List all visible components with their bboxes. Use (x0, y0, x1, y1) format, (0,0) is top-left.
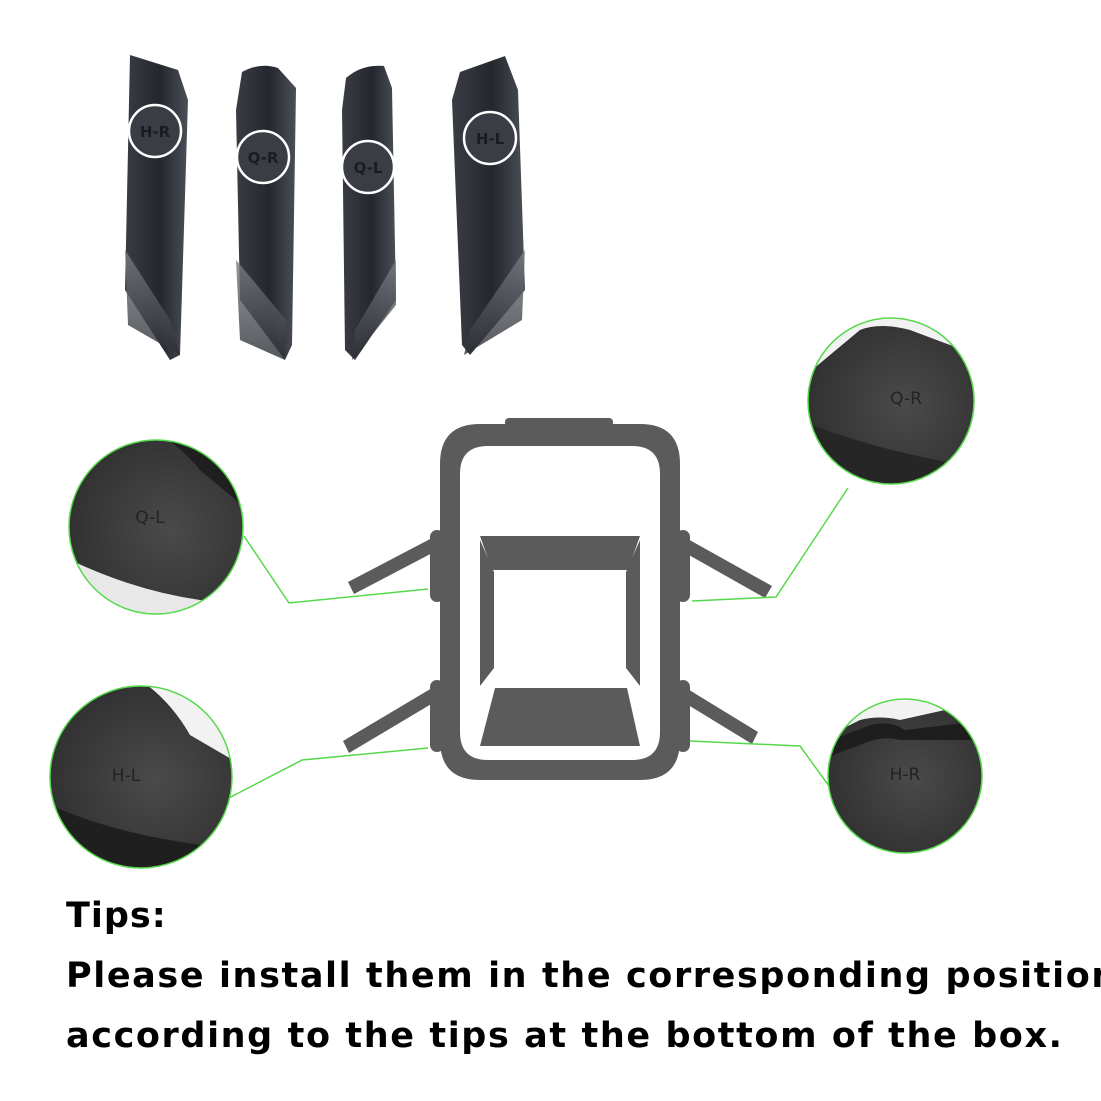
callout-label: H-L (112, 766, 141, 786)
callout-label: H-R (890, 765, 921, 785)
callout-front-left: Q-L (68, 439, 244, 615)
part-q-r: Q-R (235, 65, 296, 360)
part-label: Q-R (248, 149, 279, 167)
callout-label: Q-L (135, 508, 165, 528)
part-label: H-L (476, 130, 505, 148)
callout-rear-right: H-R (827, 698, 983, 854)
tips-title: Tips: (66, 896, 167, 936)
part-label: Q-L (354, 159, 383, 177)
tips-line-2: according to the tips at the bottom of t… (66, 1016, 1064, 1056)
part-label-ring (235, 129, 291, 185)
callout-rear-left: H-L (49, 685, 233, 869)
leader-lines (224, 487, 849, 801)
part-q-l: Q-L (340, 65, 396, 360)
part-label-ring (462, 110, 518, 166)
part-label: H-R (140, 123, 171, 141)
part-h-l: H-L (452, 56, 525, 355)
callout-front-right: Q-R (807, 317, 975, 485)
car-top-view-icon (343, 418, 772, 780)
part-h-r: H-R (125, 55, 188, 360)
part-label-ring (340, 139, 396, 195)
callout-label: Q-R (890, 389, 922, 409)
part-label-ring (127, 103, 183, 159)
tips-line-1: Please install them in the corresponding… (66, 956, 1101, 996)
